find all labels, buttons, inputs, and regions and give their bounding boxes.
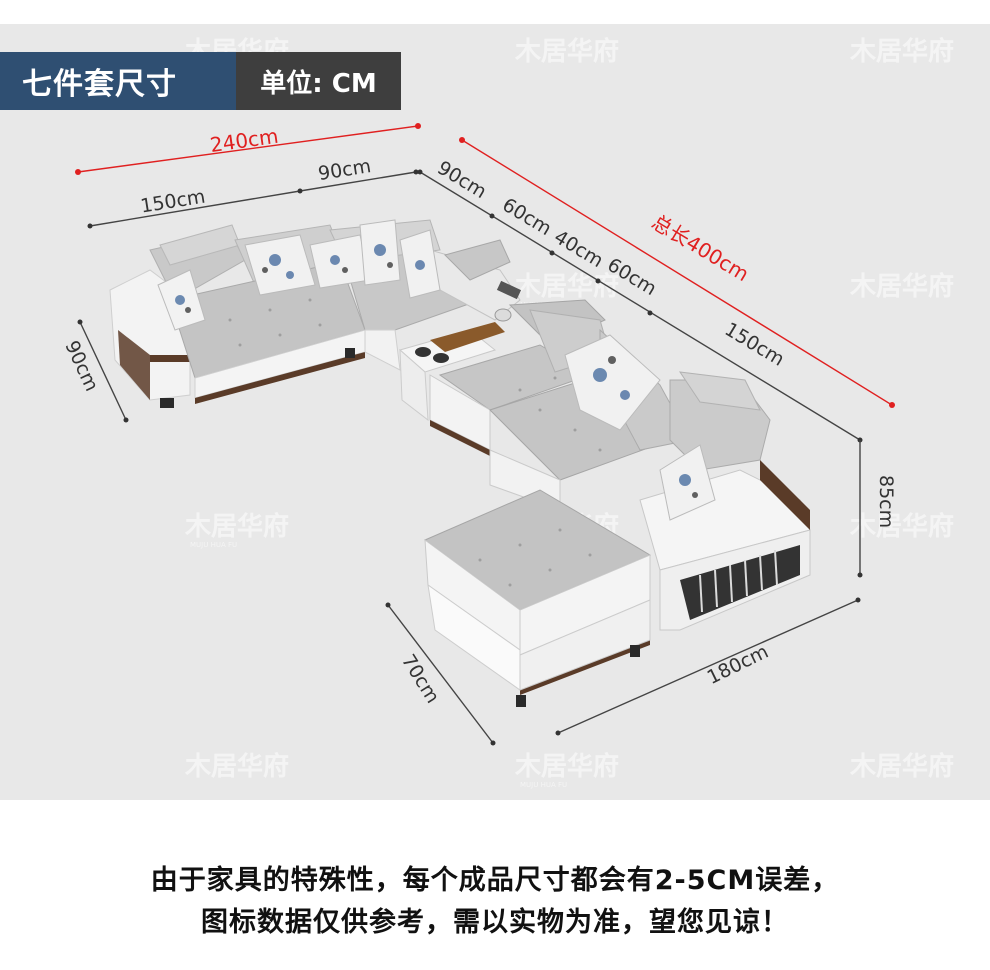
disclaimer-line-1: 由于家具的特殊性，每个成品尺寸都会有2-5CM误差， <box>150 865 840 896</box>
dim-height: 85cm <box>875 475 897 528</box>
watermark-text: 木居华府 <box>184 751 289 782</box>
watermark-text: 木居华府 <box>184 511 289 542</box>
dim-chaise-width: 70cm <box>397 651 444 708</box>
pillow-group <box>157 219 716 521</box>
unit-badge: 单位: CM <box>236 52 401 110</box>
dimension-lines <box>75 123 895 746</box>
dim-left-depth: 90cm <box>60 337 102 394</box>
disclaimer-line-2: 图标数据仅供参考，需以实物为准，望您见谅！ <box>201 907 789 938</box>
watermark-text: 木居华府 <box>849 511 954 542</box>
dim-diag-150: 150cm <box>721 318 788 370</box>
watermark-text: 木居华府 <box>849 751 954 782</box>
sofa-illustration <box>109 219 811 707</box>
dim-total-length: 总长400cm <box>648 210 753 287</box>
watermark-subtext: MUJU HUA FU <box>190 541 237 549</box>
watermark-text: 木居华府 <box>514 751 619 782</box>
watermark-text: 木居华府 <box>849 36 954 67</box>
dim-diag-60a: 60cm <box>498 194 555 240</box>
dim-chaise-length: 180cm <box>704 641 772 689</box>
dim-diag-90: 90cm <box>433 157 490 203</box>
watermark-text: 木居华府 <box>849 271 954 302</box>
dim-diag-40: 40cm <box>550 226 607 272</box>
watermark-text: 木居华府 <box>514 271 619 302</box>
watermark-subtext: MUJU HUA FU <box>520 781 567 789</box>
watermark-text: 木居华府 <box>514 36 619 67</box>
dim-top-total: 240cm <box>208 124 279 157</box>
set-title-badge: 七件套尺寸 <box>0 52 236 110</box>
